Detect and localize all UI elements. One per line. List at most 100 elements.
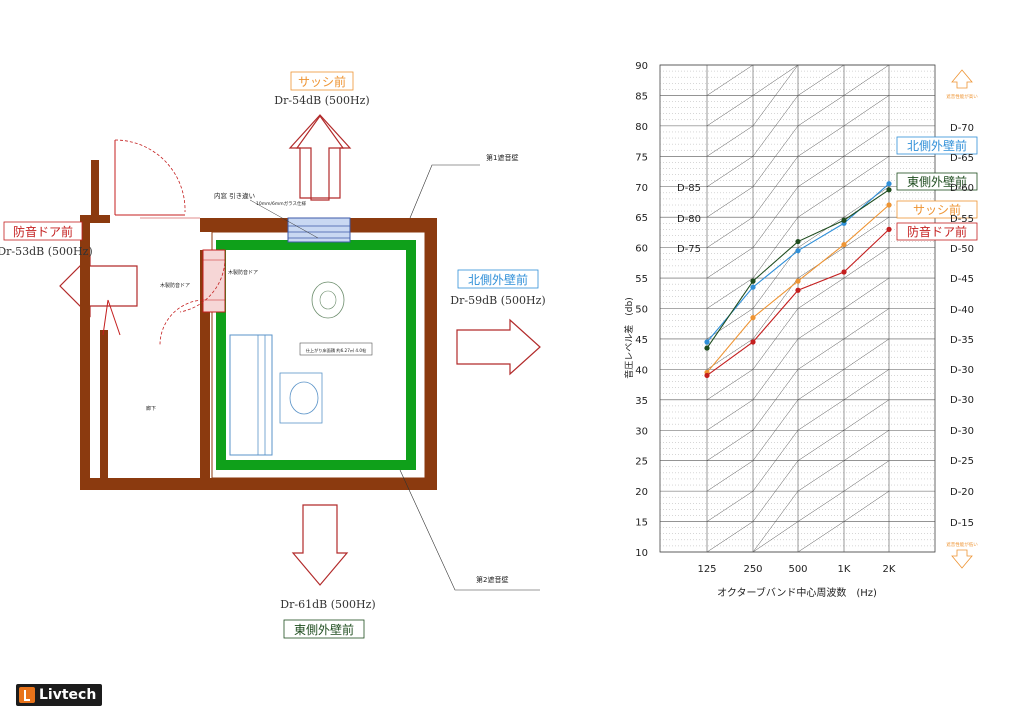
series-point: [841, 217, 847, 223]
arrow-up: [295, 114, 345, 201]
right-d-label: D-35: [950, 335, 974, 346]
north-label: 北側外壁前: [468, 272, 528, 287]
series-point: [886, 181, 892, 187]
bottom-note-arrow: [951, 549, 973, 569]
livtech-logo-text: Livtech: [39, 687, 97, 703]
east-label: 東側外壁前: [294, 622, 354, 637]
series-point: [886, 187, 892, 193]
y-tick-label: 70: [635, 183, 648, 194]
series-point: [795, 287, 801, 293]
series-point: [704, 345, 710, 351]
y-tick-label: 20: [635, 487, 648, 498]
arrow-right: [456, 318, 541, 376]
right-d-label: D-45: [950, 274, 974, 285]
sash-label-box: [290, 71, 354, 91]
legend-label: 北側外壁前: [907, 138, 967, 153]
arrow-down: [291, 504, 349, 586]
series-point: [886, 202, 892, 208]
left-d-label: D-80: [677, 214, 701, 225]
right-d-label: D-50: [950, 244, 974, 255]
y-tick-label: 65: [635, 213, 648, 224]
x-tick-label: 500: [788, 564, 807, 575]
door-label-box: [3, 221, 83, 241]
d-curve-line: [706, 338, 890, 492]
wall2-label: 第2遮音壁: [476, 575, 508, 584]
series-point: [704, 339, 710, 345]
right-d-label: D-15: [950, 518, 974, 529]
d-curve-line: [706, 186, 890, 340]
wall-middle: [200, 250, 210, 490]
east-label-box: [283, 619, 365, 639]
sound-door: [202, 249, 226, 313]
east-value: Dr-61dB (500Hz): [280, 598, 375, 611]
x-tick-label: 2K: [883, 564, 896, 575]
livtech-logo: Livtech: [16, 684, 103, 706]
x-axis-label: オクターブバンド中心周波数 (Hz): [717, 586, 877, 599]
d-curve-line: [706, 308, 890, 461]
wall-mid-stub: [100, 330, 108, 480]
y-tick-label: 85: [635, 91, 648, 102]
series-point: [886, 226, 892, 232]
right-d-label: D-20: [950, 487, 974, 498]
x-tick-label: 125: [697, 564, 716, 575]
wall-left-outer: [80, 222, 90, 490]
chart-d-curves: [706, 64, 890, 553]
d-curve-line: [706, 369, 890, 522]
left-d-label: D-75: [677, 244, 701, 255]
livtech-logo-icon: [19, 687, 35, 703]
right-d-label: D-65: [950, 153, 974, 164]
y-tick-label: 75: [635, 152, 648, 163]
right-d-label: D-30: [950, 395, 974, 406]
right-d-label: D-30: [950, 426, 974, 437]
person-seated: [289, 381, 319, 415]
inner-window-label: 内窓 引き違い: [214, 191, 255, 200]
legend-box: [896, 172, 978, 191]
right-d-label: D-40: [950, 305, 974, 316]
bottom-note: 遮音性能が低い: [946, 541, 978, 548]
right-d-label: D-55: [950, 214, 974, 225]
y-tick-label: 45: [635, 335, 648, 346]
corridor-label: 廊下: [146, 405, 156, 412]
chart-grid: [659, 64, 936, 553]
door-small2-label: 木製防音ドア: [160, 282, 190, 289]
series-point: [750, 339, 756, 345]
series-point: [841, 241, 847, 248]
north-value: Dr-59dB (500Hz): [450, 294, 545, 307]
y-tick-label: 60: [635, 244, 648, 255]
y-tick-label: 35: [635, 396, 648, 407]
series-point: [795, 238, 801, 245]
right-d-label: D-70: [950, 123, 974, 134]
y-tick-label: 10: [635, 548, 648, 559]
door-value: Dr-53dB (500Hz): [0, 245, 93, 258]
y-tick-label: 25: [635, 457, 648, 468]
sash-label: サッシ前: [298, 74, 346, 89]
door-small-label: 木製防音ドア: [228, 269, 258, 276]
right-d-label: D-60: [950, 183, 974, 194]
floor-plan: サッシ前 Dr-54dB (500Hz) 防音ドア前 Dr-53dB (500H…: [0, 71, 545, 639]
y-tick-label: 55: [635, 274, 648, 285]
d-curve-line: [706, 399, 890, 553]
wall-bottom: [80, 478, 437, 490]
wall1-label: 第1遮音壁: [486, 153, 518, 162]
y-tick-label: 90: [635, 61, 648, 72]
left-d-label: D-85: [677, 183, 701, 194]
series-point: [750, 315, 756, 321]
floor-note: 仕上がり床面積 約6.27㎡ 4.0帖: [306, 347, 367, 354]
y-tick-label: 40: [635, 365, 648, 376]
y-tick-label: 50: [635, 305, 648, 316]
y-tick-label: 80: [635, 122, 648, 133]
person-standing: [311, 281, 345, 319]
series-point: [841, 269, 847, 275]
north-label-box: [457, 269, 539, 289]
y-tick-label: 30: [635, 426, 648, 437]
arrow-up-shape: [288, 114, 352, 199]
legend-box: [896, 136, 978, 155]
leader-wall2: [399, 469, 540, 591]
top-note-arrow: [951, 69, 973, 89]
d-curve-line: [706, 64, 889, 96]
right-d-label: D-30: [950, 365, 974, 376]
d-curve-line: [706, 277, 890, 431]
series-point: [750, 284, 756, 290]
legend-label: サッシ前: [913, 202, 961, 217]
